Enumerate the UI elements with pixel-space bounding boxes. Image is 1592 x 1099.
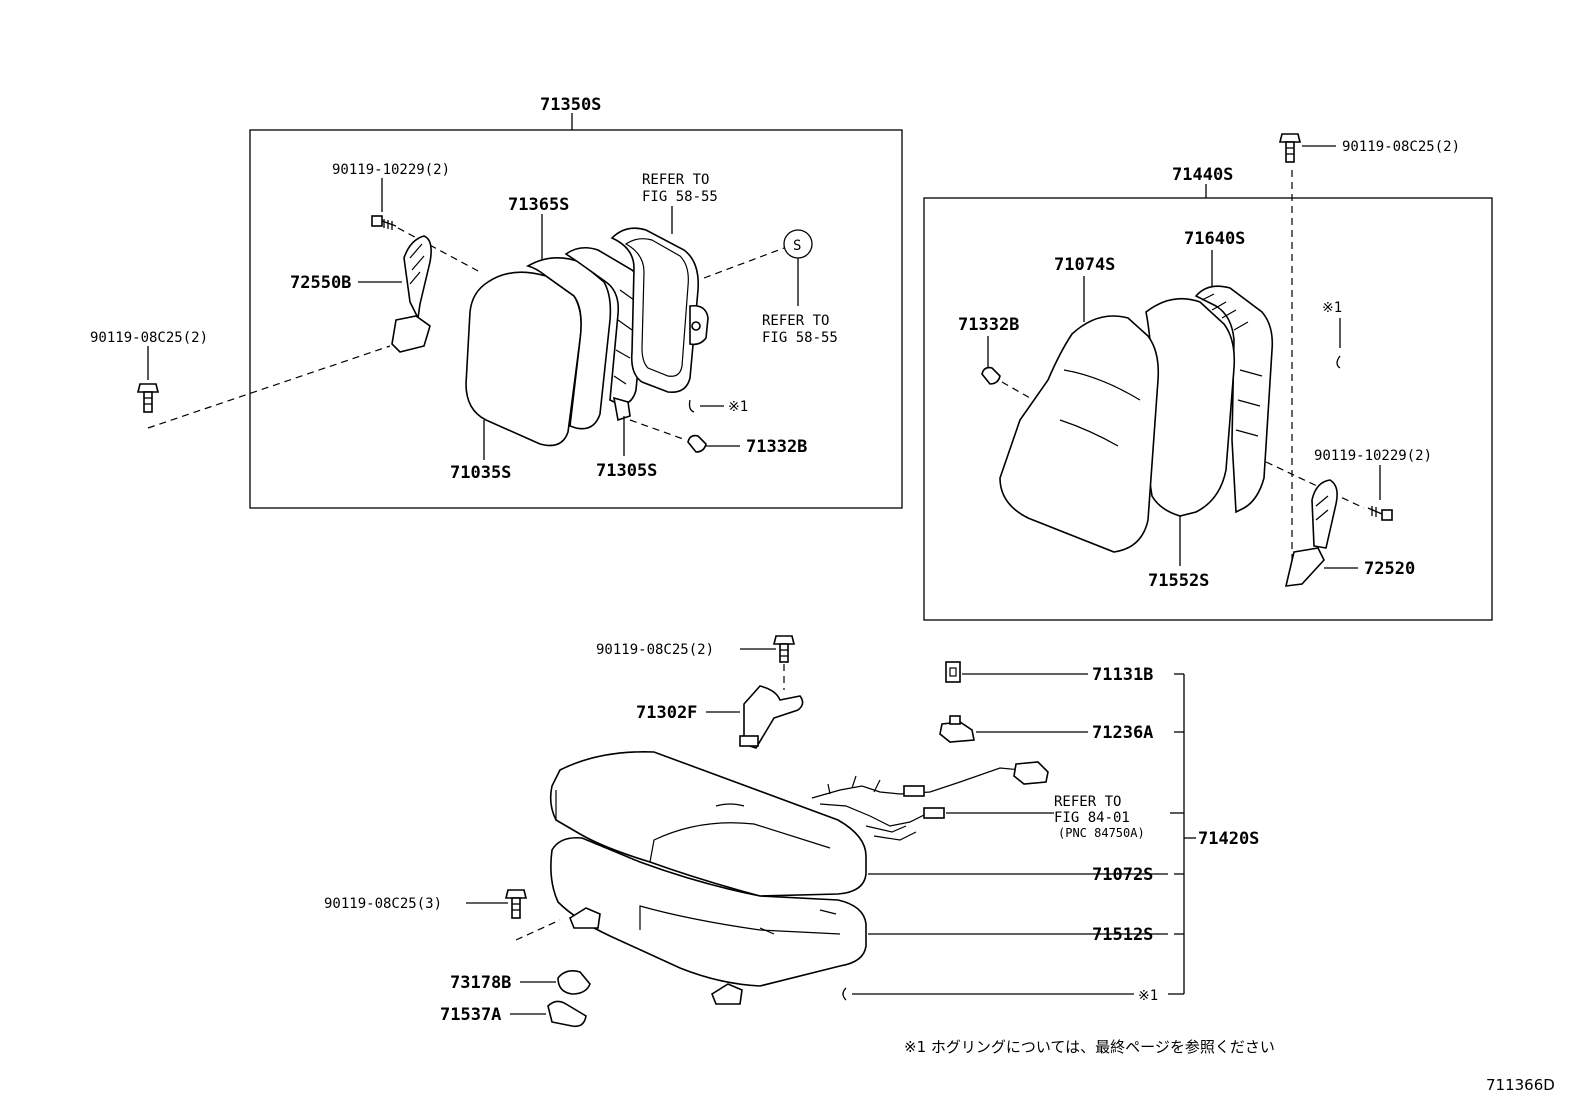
bolt-icon [772, 635, 796, 663]
label-mark1-bottom[interactable]: ※1 [1138, 988, 1158, 1004]
label-bolt-right-b[interactable]: 90119-10229(2) [1314, 448, 1432, 464]
label-71365s[interactable]: 71365S [508, 195, 569, 215]
label-71552s[interactable]: 71552S [1148, 571, 1209, 591]
label-73178b[interactable]: 73178B [450, 973, 511, 993]
label-71302f[interactable]: 71302F [636, 703, 697, 723]
hog-ring-icon [842, 987, 847, 1001]
clip-icon [981, 366, 1001, 385]
label-71236a[interactable]: 71236A [1092, 723, 1153, 743]
bolt-icon [1367, 506, 1393, 521]
label-71035s[interactable]: 71035S [450, 463, 511, 483]
label-71131b[interactable]: 71131B [1092, 665, 1153, 685]
bolt-icon [371, 215, 397, 230]
seatback-frame-ref [610, 227, 709, 394]
label-71074s[interactable]: 71074S [1054, 255, 1115, 275]
backrest-pad-71035s [465, 271, 582, 447]
refer-b-line2[interactable]: FIG 58-55 [762, 330, 838, 346]
label-bolt-cushion-top[interactable]: 90119-08C25(2) [596, 642, 714, 658]
refer-c-line2[interactable]: FIG 84-01 [1054, 810, 1130, 826]
label-71640s[interactable]: 71640S [1184, 229, 1245, 249]
group-71420s: 90119-08C25(2) 71302F 71072S [324, 635, 1259, 1028]
clip-icon [687, 434, 707, 453]
label-71332b-left[interactable]: 71332B [746, 437, 807, 457]
group-box-71350s [249, 129, 903, 509]
bracket-71302f [739, 685, 804, 749]
hog-ring-icon [688, 399, 695, 413]
refer-c-line1[interactable]: REFER TO [1054, 794, 1121, 810]
group-71350s: 71350S 90119-10229(2) 72550B 90119-08C25… [90, 95, 903, 509]
wire-harness [811, 761, 1049, 841]
hinge-bracket-72550b [391, 235, 432, 353]
label-71420s[interactable]: 71420S [1198, 829, 1259, 849]
refer-c-line3[interactable]: (PNC 84750A) [1058, 826, 1145, 840]
seatback-frame-71640s [1194, 285, 1274, 514]
cover-71537a [547, 1000, 587, 1028]
label-mark1-left[interactable]: ※1 [728, 399, 748, 415]
label-71332b-right[interactable]: 71332B [958, 315, 1019, 335]
label-bolt-right-top[interactable]: 90119-08C25(2) [1342, 139, 1460, 155]
label-71072s[interactable]: 71072S [1092, 865, 1153, 885]
group-box-71440s [923, 197, 1493, 621]
seat-cushion-frame-71512s [550, 836, 867, 1005]
clip-71131b [945, 661, 961, 683]
bolt-icon [136, 383, 160, 413]
s-mark-label[interactable]: S [793, 238, 801, 254]
label-bolt-left-b[interactable]: 90119-08C25(2) [90, 330, 208, 346]
refer-a-line2[interactable]: FIG 58-55 [642, 189, 718, 205]
seatback-pad-71074s [999, 315, 1160, 553]
seatback-cover-71552s [1145, 297, 1236, 517]
label-72520[interactable]: 72520 [1364, 559, 1415, 579]
bolt-icon [504, 889, 528, 919]
label-71512s[interactable]: 71512S [1092, 925, 1153, 945]
refer-a-line1[interactable]: REFER TO [642, 172, 709, 188]
label-71440s[interactable]: 71440S [1172, 165, 1233, 185]
label-72550b[interactable]: 72550B [290, 273, 351, 293]
group-71440s: 71440S 90119-08C25(2) 71640S 71552S 7107… [923, 133, 1493, 621]
label-71305s[interactable]: 71305S [596, 461, 657, 481]
label-bolt-cushion-left[interactable]: 90119-08C25(3) [324, 896, 442, 912]
clip-71236a [939, 715, 975, 743]
bolt-icon [1278, 133, 1302, 163]
hog-ring-icon [1336, 355, 1341, 369]
footnote: ※1 ホグリングについては、最終ページを参照ください [904, 1038, 1275, 1056]
figure-id: 711366D [1486, 1076, 1555, 1094]
label-bolt-left-a[interactable]: 90119-10229(2) [332, 162, 450, 178]
label-71537a[interactable]: 71537A [440, 1005, 501, 1025]
label-71350s[interactable]: 71350S [540, 95, 601, 115]
hinge-bracket-72520 [1284, 479, 1338, 587]
label-mark1-right[interactable]: ※1 [1322, 300, 1342, 316]
backrest-frame-71305s [564, 246, 646, 422]
cover-73178b [557, 970, 591, 995]
refer-b-line1[interactable]: REFER TO [762, 313, 829, 329]
